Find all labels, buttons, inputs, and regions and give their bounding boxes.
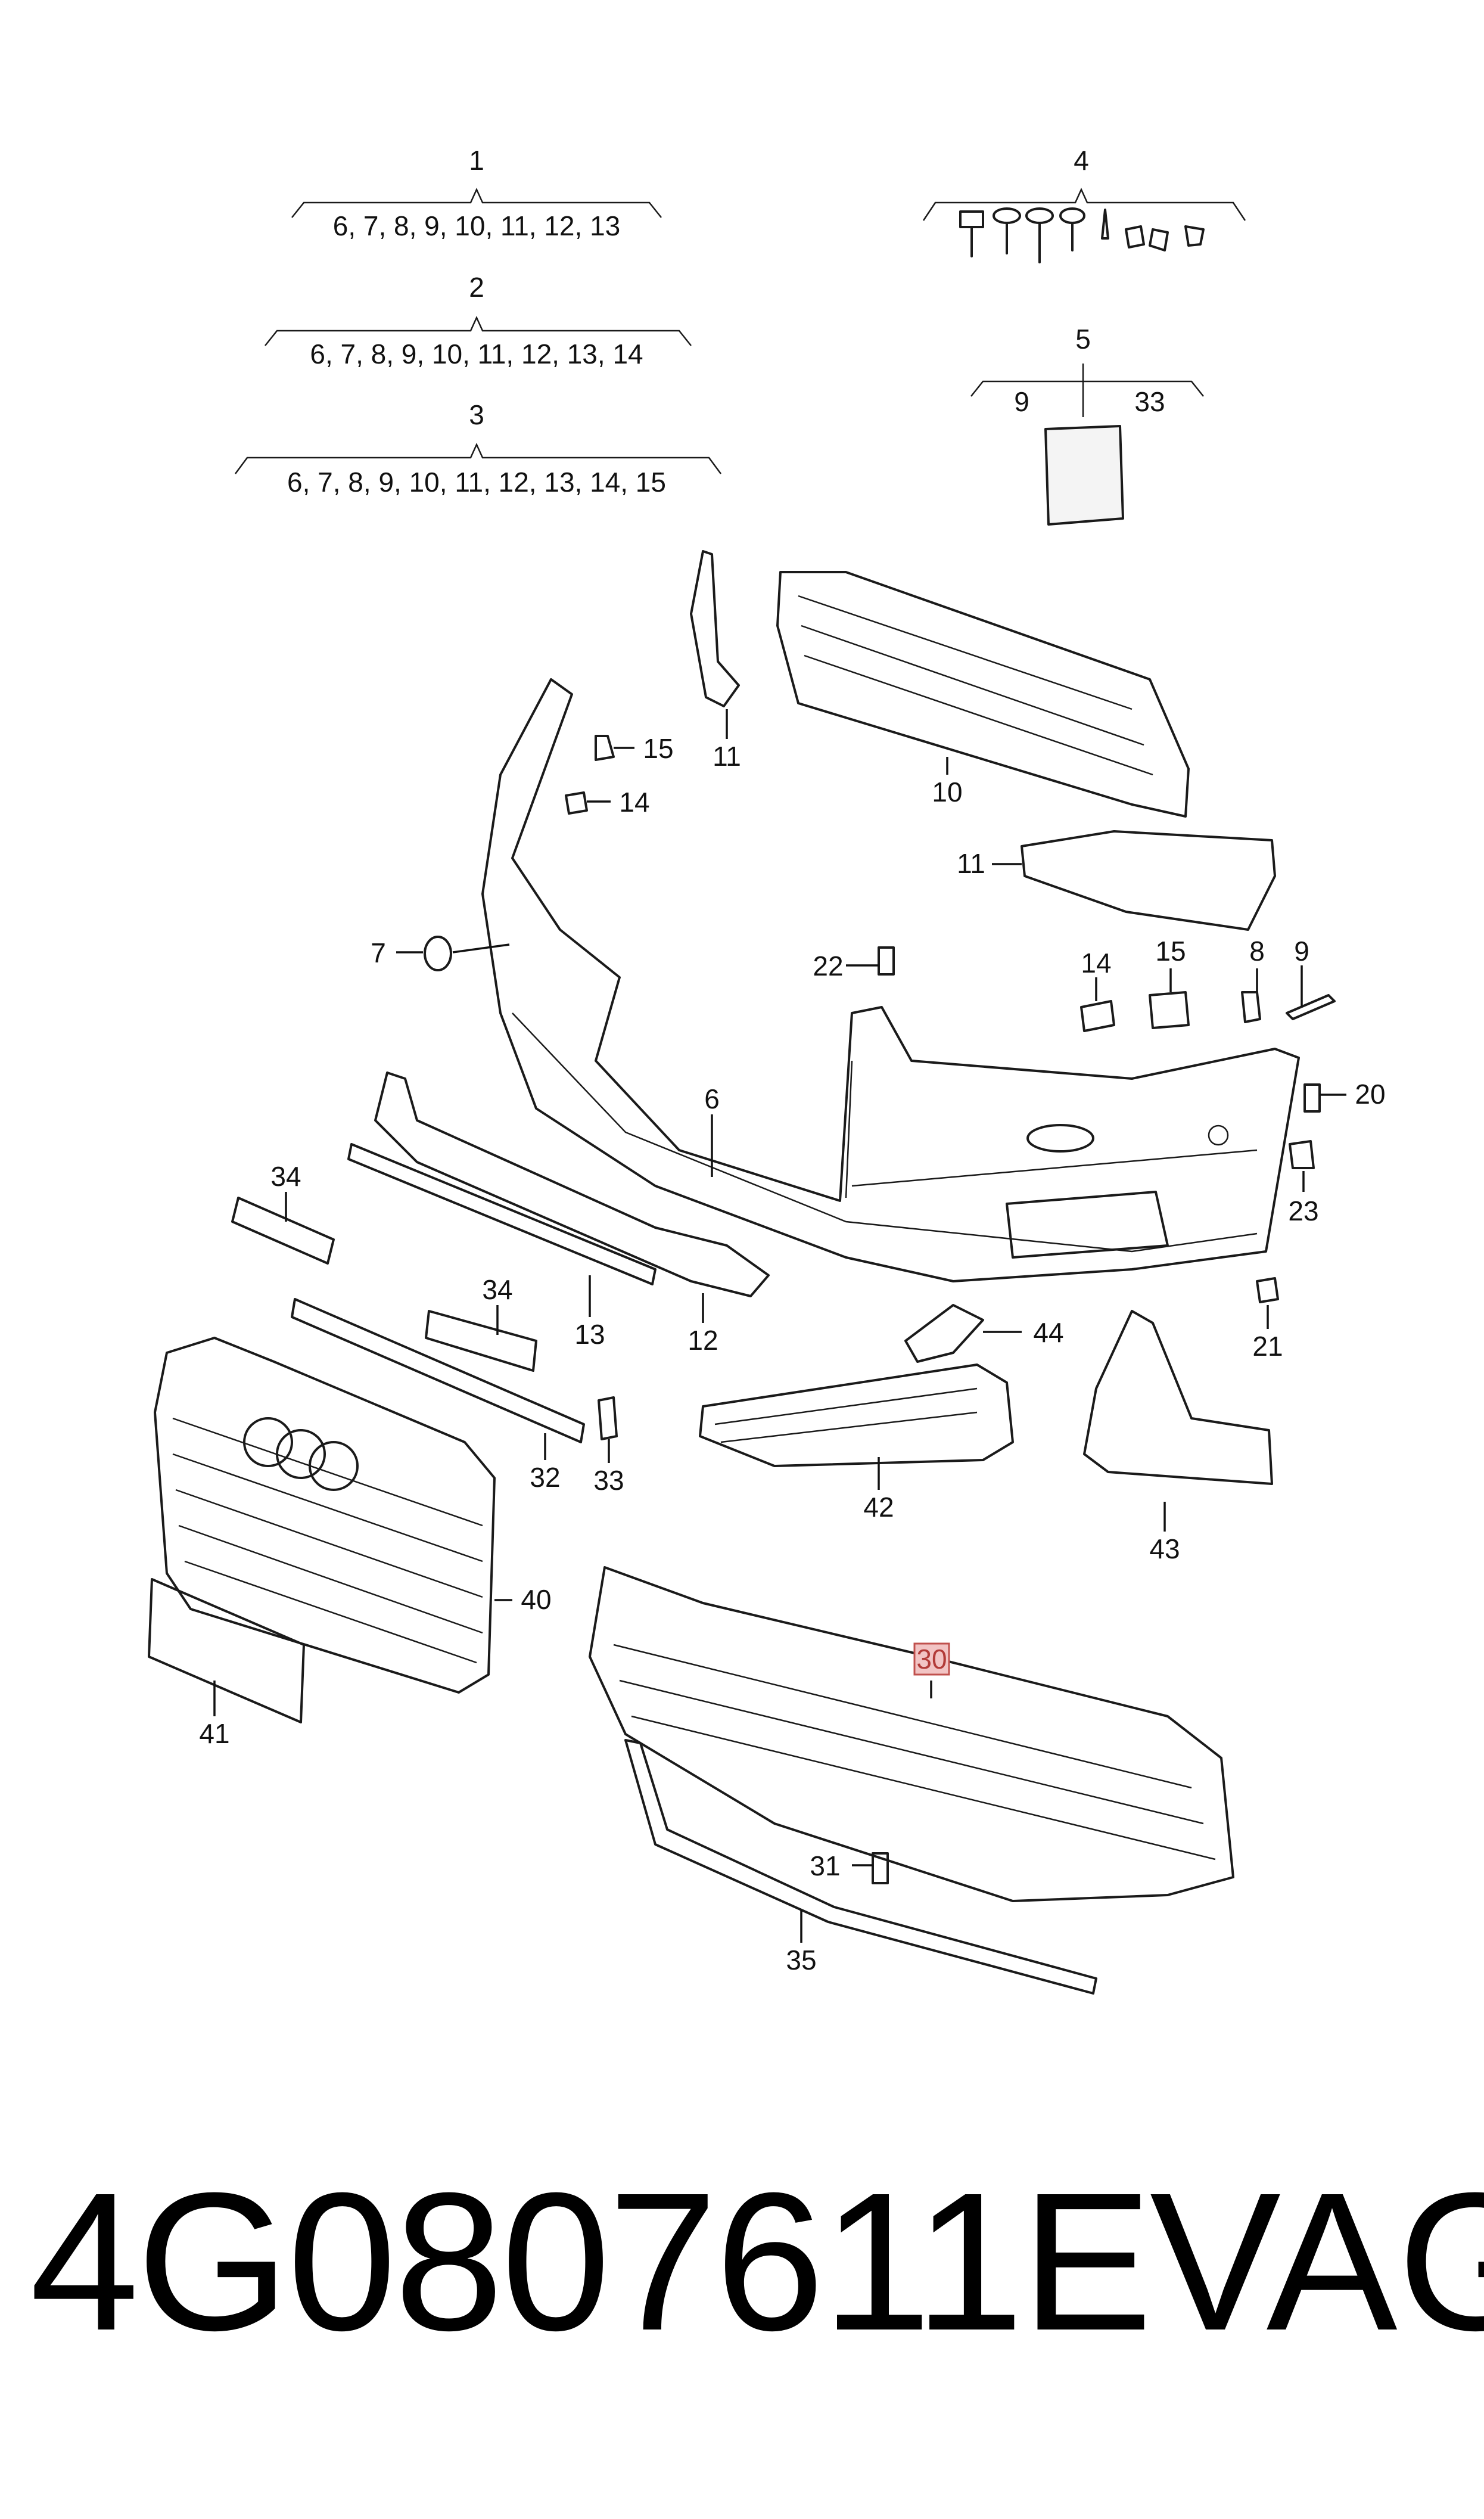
part-9-pin-icon	[1286, 994, 1336, 1020]
part-23-nut-icon	[1289, 1140, 1315, 1169]
callout-labels: 11 10 11 15 14 7 22 14 15 8 9 20 6 23 34…	[199, 733, 1385, 1976]
callout-33: 33	[593, 1465, 624, 1496]
callout-11a: 11	[713, 741, 741, 772]
callout-44: 44	[1033, 1317, 1063, 1348]
part-number: 4G0807611E	[30, 2151, 1153, 2371]
callout-21: 21	[1252, 1331, 1283, 1362]
callout-20: 20	[1355, 1079, 1385, 1110]
kit-group-2: 2 6, 7, 8, 9, 10, 11, 12, 13, 14	[265, 272, 692, 369]
callout-14b: 14	[1081, 948, 1111, 979]
callout-15a: 15	[643, 733, 673, 764]
callout-8: 8	[1249, 936, 1265, 967]
part-12-13-strips	[347, 1071, 770, 1323]
callout-34a: 34	[270, 1161, 301, 1192]
callout-10: 10	[932, 776, 962, 807]
part-10-carrier	[776, 571, 1190, 818]
callout-31: 31	[810, 1850, 840, 1881]
callout-14a: 14	[619, 787, 649, 818]
part-7-cap-icon	[424, 936, 452, 971]
callout-30-highlight	[913, 1642, 950, 1676]
callout-32: 32	[530, 1462, 560, 1493]
repair-bag-icon	[1044, 425, 1124, 526]
kit-group-4: 4	[922, 145, 1246, 263]
part-21-clip-icon	[1256, 1277, 1279, 1303]
part-31-35	[624, 1739, 1097, 1995]
callout-22: 22	[813, 951, 843, 981]
part-43-side-bracket	[1083, 1310, 1273, 1532]
kit-group-3: 3 6, 7, 8, 9, 10, 11, 12, 13, 14, 15	[234, 399, 722, 498]
kit-group-1: 1 6, 7, 8, 9, 10, 11, 12, 13	[291, 145, 662, 241]
part-15-clip-b-icon	[1149, 991, 1190, 1029]
callout-35: 35	[786, 1945, 816, 1976]
kit-5-right: 33	[1134, 386, 1165, 417]
kit-2-label: 2	[469, 272, 484, 303]
callout-40: 40	[521, 1584, 551, 1615]
callout-41: 41	[199, 1718, 229, 1749]
callout-6: 6	[704, 1083, 720, 1114]
part-11-bracket-lower	[992, 830, 1276, 931]
kit-5-left: 9	[1014, 386, 1029, 417]
callout-15b: 15	[1155, 936, 1186, 967]
part-32-33-trim	[291, 1298, 618, 1463]
callout-7: 7	[371, 937, 386, 968]
kit-4-label: 4	[1074, 145, 1089, 176]
callout-43: 43	[1149, 1533, 1180, 1564]
footer: 4G0807611E VAG	[30, 2151, 1484, 2414]
part-40-grille	[154, 1337, 512, 1694]
callout-13: 13	[574, 1319, 605, 1350]
part-44-washer-cap-icon	[904, 1304, 984, 1363]
part-22-screw-icon	[878, 946, 895, 976]
callout-12: 12	[687, 1325, 718, 1356]
kit-2-items: 6, 7, 8, 9, 10, 11, 12, 13, 14	[310, 338, 643, 369]
fasteners-icon	[959, 207, 1205, 263]
kit-1-items: 6, 7, 8, 9, 10, 11, 12, 13	[333, 210, 621, 241]
brand-label: VAG	[1150, 2151, 1484, 2371]
part-30-undertray	[589, 1566, 1234, 1902]
small-parts	[396, 735, 1346, 1363]
callout-11b: 11	[957, 848, 985, 879]
callout-9: 9	[1294, 936, 1309, 967]
part-42-fog-grille	[699, 1363, 1014, 1490]
callout-42: 42	[863, 1492, 894, 1523]
kit-3-label: 3	[469, 399, 484, 430]
callout-23: 23	[1288, 1195, 1318, 1226]
part-20-screw-icon	[1303, 1083, 1321, 1113]
part-11-bracket-upper	[690, 550, 740, 739]
part-15-clip-icon	[595, 735, 615, 761]
part-14-clip-b-icon	[1080, 1000, 1115, 1032]
part-41-plate	[148, 1578, 305, 1723]
part-8-bracket-icon	[1241, 991, 1261, 1023]
kit-group-5: 5 9 33	[970, 324, 1204, 526]
part-34-strips	[231, 1192, 537, 1372]
part-31-screw-icon	[872, 1852, 889, 1884]
callout-30: 30	[916, 1644, 947, 1675]
kit-1-label: 1	[469, 145, 484, 176]
part-6-bumper-cover	[481, 678, 1300, 1282]
kit-5-label: 5	[1075, 324, 1091, 355]
parts-diagram: 1 6, 7, 8, 9, 10, 11, 12, 13 2 6, 7, 8, …	[148, 145, 1386, 1995]
part-14-clip-icon	[565, 791, 588, 815]
kit-3-items: 6, 7, 8, 9, 10, 11, 12, 13, 14, 15	[287, 467, 666, 498]
callout-34b: 34	[482, 1274, 512, 1305]
